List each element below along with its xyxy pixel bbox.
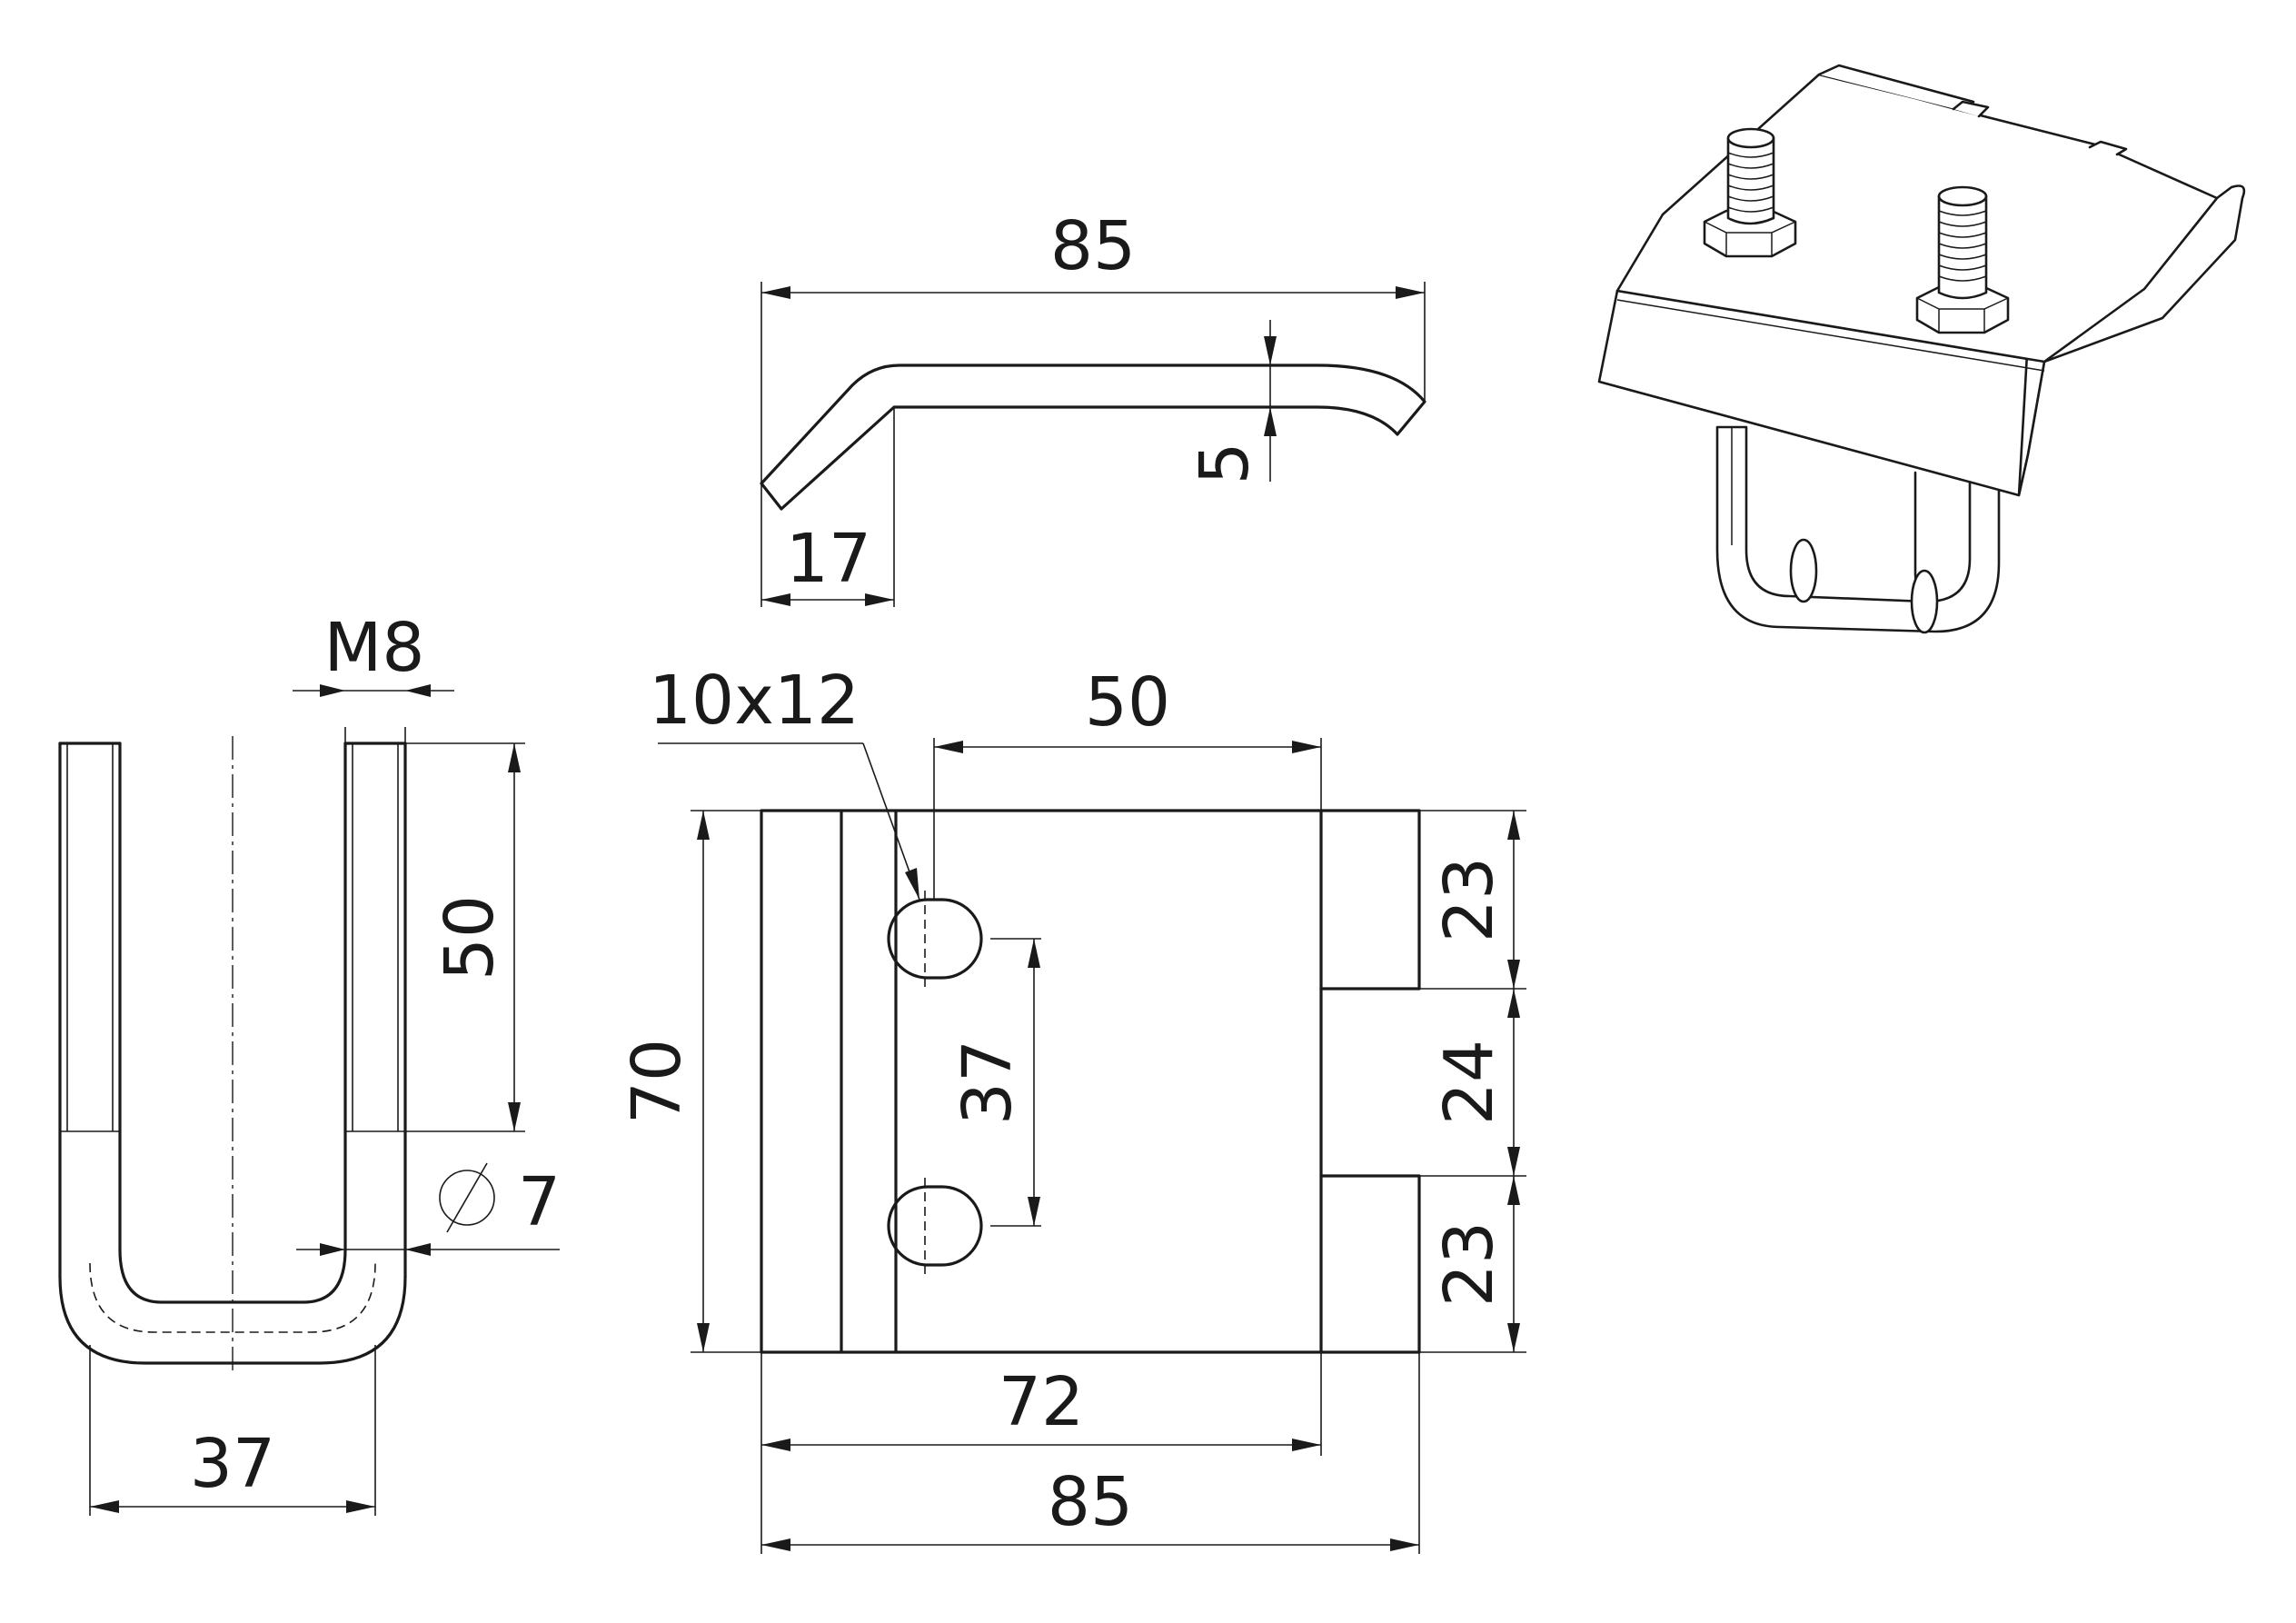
profile-outline — [760, 363, 1426, 511]
slot-hole-upper — [887, 898, 983, 980]
arrowhead — [405, 684, 431, 697]
arrowhead — [1264, 407, 1277, 436]
arrowhead — [761, 286, 790, 299]
arrowhead — [905, 868, 919, 900]
dim-label-tab-gap: 24 — [1430, 1040, 1508, 1125]
arrowhead — [1507, 989, 1520, 1018]
iso-plate-wing — [2017, 184, 2246, 497]
arrowhead — [1264, 336, 1277, 365]
iso-bolt-right-threads — [1938, 210, 1987, 282]
arrowhead — [1028, 1197, 1040, 1226]
arrowhead — [1507, 1176, 1520, 1205]
slot-hole-lower — [887, 1185, 983, 1267]
dim-label-tab-bottom: 23 — [1430, 1221, 1508, 1307]
arrowhead — [1292, 741, 1321, 753]
dim-label-rod-diameter: 7 — [518, 1163, 561, 1241]
iso-bolt-right-tip — [1937, 185, 1988, 207]
arrowhead — [934, 741, 963, 753]
iso-bolt-right — [1937, 194, 1988, 300]
arrowhead — [761, 1439, 790, 1451]
dim-label-thread-length: 50 — [431, 895, 509, 981]
iso-u-bolt-section — [1789, 538, 1818, 603]
dim-label-plate-height: 70 — [618, 1039, 696, 1124]
arrowhead — [508, 1102, 521, 1131]
u-bolt-view: M8 50 7 37 — [58, 609, 561, 1516]
iso-bolt-left-tip — [1726, 127, 1775, 149]
arrowhead — [697, 811, 710, 840]
arrowhead — [1028, 939, 1040, 968]
dim-label-hole-offset: 50 — [1085, 663, 1170, 742]
dim-label-slot-size: 10x12 — [649, 662, 860, 740]
arrowhead — [320, 684, 345, 697]
dim-label-bolt-spacing: 37 — [190, 1425, 275, 1503]
iso-bolt-left-threads — [1727, 152, 1774, 213]
arrowhead — [761, 593, 790, 606]
dim-label-profile-lip: 17 — [786, 520, 871, 598]
iso-u-bolt-section — [1910, 569, 1939, 634]
arrowhead — [1507, 811, 1520, 840]
iso-bolt-left — [1726, 136, 1775, 225]
dim-label-profile-length: 85 — [1050, 207, 1136, 285]
arrowhead — [508, 743, 521, 772]
arrowhead — [1390, 1538, 1419, 1551]
arrowhead — [1507, 1147, 1520, 1176]
dim-label-plate-width: 85 — [1048, 1463, 1133, 1541]
dim-label-profile-thickness: 5 — [1186, 442, 1264, 484]
side-profile-view: 85 5 17 — [760, 207, 1426, 607]
iso-plate-tab — [1952, 100, 1990, 118]
dim-label-tab-top: 23 — [1430, 857, 1508, 942]
iso-plate-tab — [2088, 140, 2128, 156]
arrowhead — [865, 593, 894, 606]
iso-nut-left-edges — [1704, 221, 1796, 256]
arrowhead — [697, 1323, 710, 1352]
diameter-symbol-icon — [439, 1170, 495, 1226]
dim-label-inner-width: 72 — [999, 1363, 1084, 1441]
diameter-symbol-icon — [446, 1162, 488, 1233]
arrowhead — [1292, 1439, 1321, 1451]
arrowhead — [1507, 960, 1520, 989]
plate-top-view: 10x12 50 70 37 23 24 23 — [618, 662, 1526, 1554]
arrowhead — [761, 1538, 790, 1551]
arrowhead — [90, 1500, 119, 1513]
iso-u-bolt — [1715, 425, 2001, 633]
isometric-view — [1597, 64, 2246, 634]
arrowhead — [346, 1500, 375, 1513]
arrowhead — [320, 1243, 345, 1256]
u-bolt-bend-centerline — [89, 1262, 376, 1333]
iso-plate-edge-line — [1616, 299, 2045, 372]
iso-nut-right-edges — [1916, 297, 2009, 333]
arrowhead — [405, 1243, 431, 1256]
dim-label-thread: M8 — [324, 609, 425, 687]
arrowhead — [1507, 1323, 1520, 1352]
arrowhead — [1396, 286, 1425, 299]
dim-label-hole-pitch: 37 — [949, 1040, 1027, 1125]
